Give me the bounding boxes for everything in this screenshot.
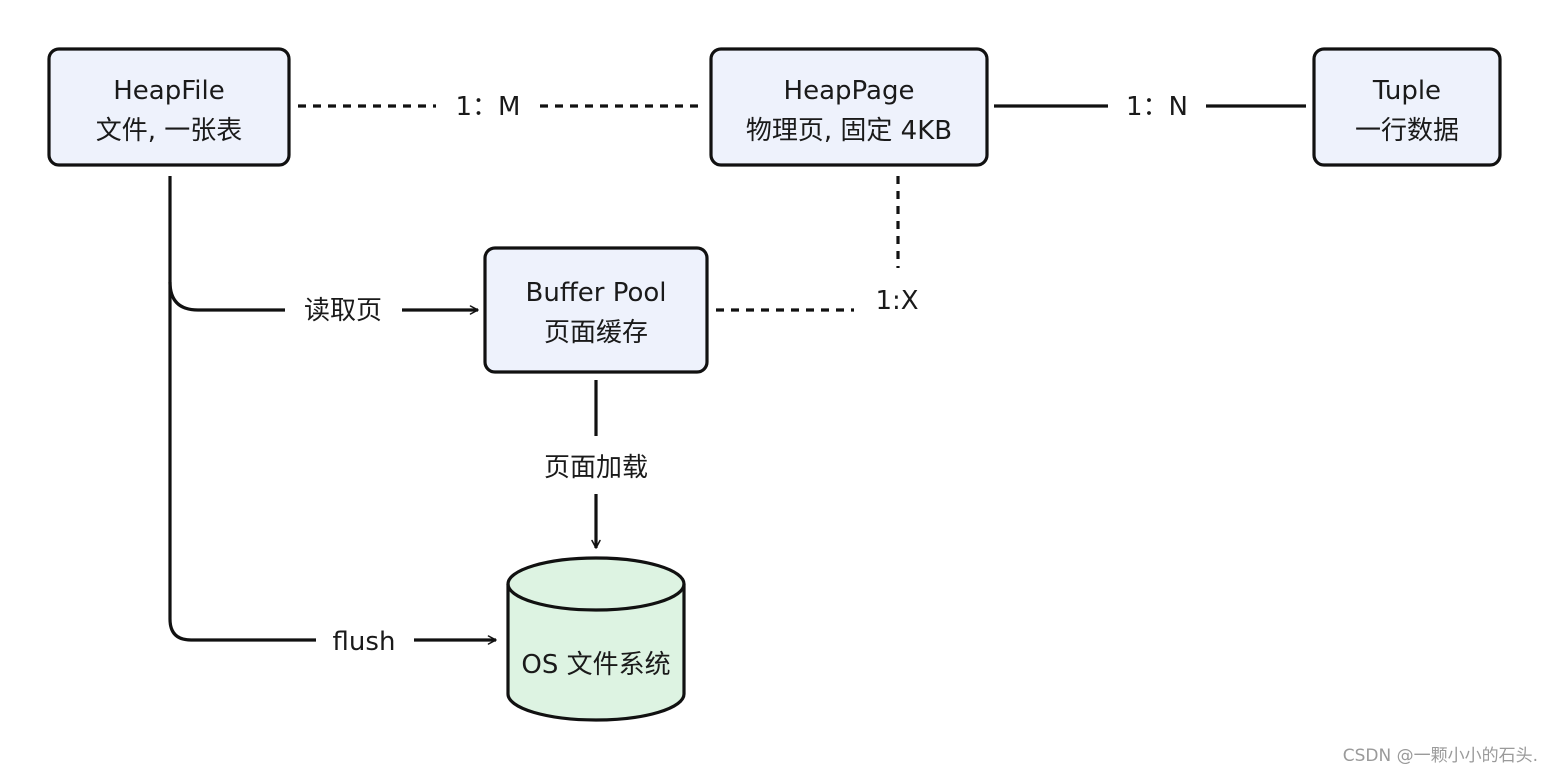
edge-label-page-tuple: 1：N bbox=[1126, 92, 1188, 122]
os-filesystem-cylinder-body bbox=[506, 556, 686, 722]
bufferpool-subtitle: 页面缓存 bbox=[544, 318, 648, 348]
bufferpool-title: Buffer Pool bbox=[526, 278, 667, 308]
edge-label-file-page: 1：M bbox=[456, 92, 521, 122]
edge-label-read-page: 读取页 bbox=[304, 296, 382, 326]
heapfile-subtitle: 文件, 一张表 bbox=[96, 116, 243, 146]
edge-label-load-page: 页面加载 bbox=[544, 453, 648, 483]
heappage-title: HeapPage bbox=[784, 76, 915, 106]
tuple-title: Tuple bbox=[1372, 76, 1441, 106]
os-filesystem-cylinder-rim bbox=[506, 583, 686, 612]
edge-heapfile-trunk bbox=[168, 176, 316, 642]
tuple-box bbox=[1312, 47, 1502, 167]
bufferpool-box bbox=[483, 246, 709, 374]
heapfile-box bbox=[47, 47, 291, 167]
tuple-subtitle: 一行数据 bbox=[1355, 116, 1459, 146]
edge-heapfile-read-branch bbox=[168, 281, 285, 312]
os-filesystem-node: OS 文件系统 bbox=[506, 556, 686, 722]
heapfile-title: HeapFile bbox=[113, 76, 225, 106]
edge-label-pool-page: 1:X bbox=[875, 286, 918, 316]
edge-label-flush: flush bbox=[333, 627, 396, 657]
watermark: CSDN @一颗小小的石头. bbox=[1342, 746, 1538, 766]
tuple-node: Tuple 一行数据 bbox=[1312, 47, 1502, 167]
heappage-box bbox=[709, 47, 989, 167]
os-filesystem-label: OS 文件系统 bbox=[521, 650, 670, 680]
bufferpool-node: Buffer Pool 页面缓存 bbox=[483, 246, 709, 374]
heappage-node: HeapPage 物理页, 固定 4KB bbox=[709, 47, 989, 167]
heappage-subtitle: 物理页, 固定 4KB bbox=[746, 116, 952, 146]
heapfile-node: HeapFile 文件, 一张表 bbox=[47, 47, 291, 167]
